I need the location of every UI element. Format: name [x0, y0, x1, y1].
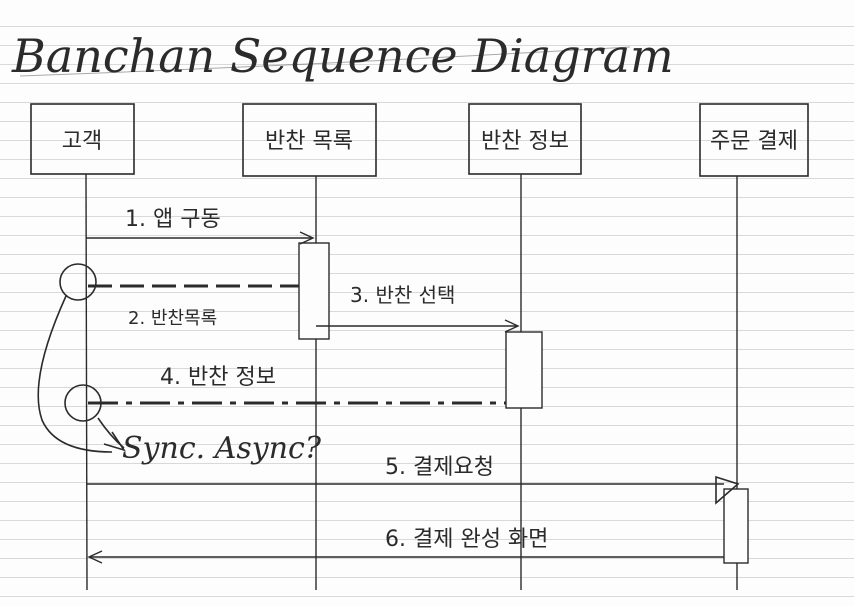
message-label: 5. 결제요청 — [385, 455, 494, 480]
lifeline-customer — [85, 173, 88, 591]
message-label: 4. 반찬 정보 — [160, 365, 276, 390]
participant-label: 주문 결제 — [710, 129, 798, 154]
participant-order-payment: 주문 결제 — [699, 103, 809, 177]
participant-customer: 고객 — [30, 103, 135, 175]
highlight-circle — [64, 384, 102, 422]
activation-order-payment — [723, 488, 749, 564]
message-label: 1. 앱 구동 — [125, 207, 221, 232]
message-label: 2. 반찬목록 — [128, 308, 217, 329]
message-label: 3. 반찬 선택 — [350, 283, 455, 307]
message-2: 2. 반찬목록 — [88, 284, 299, 329]
note-text: Sync. Async? — [122, 431, 322, 466]
message-3: 3. 반찬 선택 — [316, 283, 520, 333]
curved-connector — [37, 295, 113, 453]
participant-banchan-list: 반찬 목록 — [242, 103, 377, 177]
message-label: 6. 결제 완성 화면 — [385, 527, 548, 552]
participant-label: 반찬 목록 — [265, 129, 353, 154]
message-1: 1. 앱 구동 — [86, 207, 315, 245]
participant-label: 반찬 정보 — [481, 129, 569, 154]
arrowhead-icon — [103, 431, 126, 452]
highlight-circle — [59, 263, 97, 301]
message-5: 5. 결제요청 — [87, 455, 740, 505]
participant-label: 고객 — [62, 129, 102, 154]
activation-banchan-info — [505, 331, 543, 409]
message-4: 4. 반찬 정보 — [88, 365, 506, 405]
sync-async-note: Sync. Async? — [37, 263, 322, 466]
diagram-title: Banchan Sequence Diagram — [11, 29, 674, 83]
participant-banchan-info: 반찬 정보 — [468, 103, 582, 175]
activation-banchan-list — [298, 242, 330, 340]
message-6: 6. 결제 완성 화면 — [87, 527, 724, 564]
